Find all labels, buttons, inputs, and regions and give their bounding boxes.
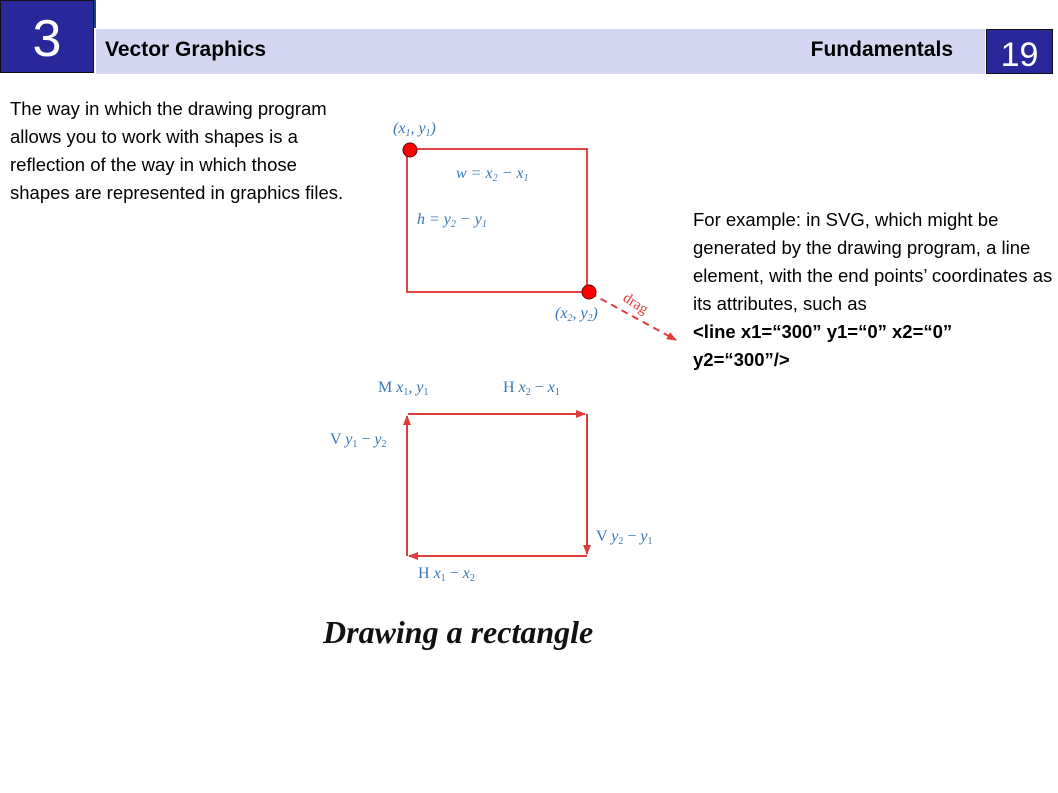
chapter-number: 3 — [32, 10, 62, 68]
drag-rectangle-figure: (x1, y1) w = x2 − x1 h = y2 − y1 (x2, y2… — [393, 120, 677, 341]
example-text: For example: in SVG, which might be gene… — [693, 209, 1053, 314]
svg-text:w = x2 − x1: w = x2 − x1 — [456, 165, 528, 184]
chapter-number-box: 3 — [0, 0, 94, 73]
drag-arrow — [589, 292, 677, 341]
svg-text:(x1, y1): (x1, y1) — [393, 120, 436, 139]
svg-text:H x1 − x2: H x1 − x2 — [418, 565, 475, 584]
start-handle-icon — [402, 142, 418, 158]
svg-text:H x2 − x1: H x2 − x1 — [503, 379, 560, 398]
page-number-box: 19 — [986, 29, 1053, 74]
figure-caption: Drawing a rectangle — [323, 614, 594, 650]
svg-text:V y1 − y2: V y1 − y2 — [330, 431, 387, 450]
example-paragraph: For example: in SVG, which might be gene… — [693, 206, 1053, 374]
section-title: Fundamentals — [810, 38, 953, 61]
svg-text:M x1, y1: M x1, y1 — [378, 379, 428, 398]
title-band: Vector Graphics Fundamentals — [96, 29, 985, 74]
path-commands-figure: M x1, y1 H x2 − x1 V y1 − y2 V y2 − y1 H… — [330, 379, 653, 584]
end-handle-icon — [581, 284, 597, 300]
svg-code-example: <line x1=“300” y1=“0” x2=“0” y2=“300”/> — [693, 321, 953, 370]
svg-text:drag: drag — [620, 290, 651, 318]
page-number: 19 — [1000, 36, 1039, 74]
intro-paragraph: The way in which the drawing program all… — [10, 98, 344, 203]
slide-title: Vector Graphics — [105, 38, 267, 61]
svg-text:h = y2 − y1: h = y2 − y1 — [417, 211, 487, 230]
svg-text:V y2 − y1: V y2 − y1 — [596, 528, 653, 547]
chapter-box-edge — [94, 0, 96, 28]
svg-text:(x2, y2): (x2, y2) — [555, 305, 598, 324]
